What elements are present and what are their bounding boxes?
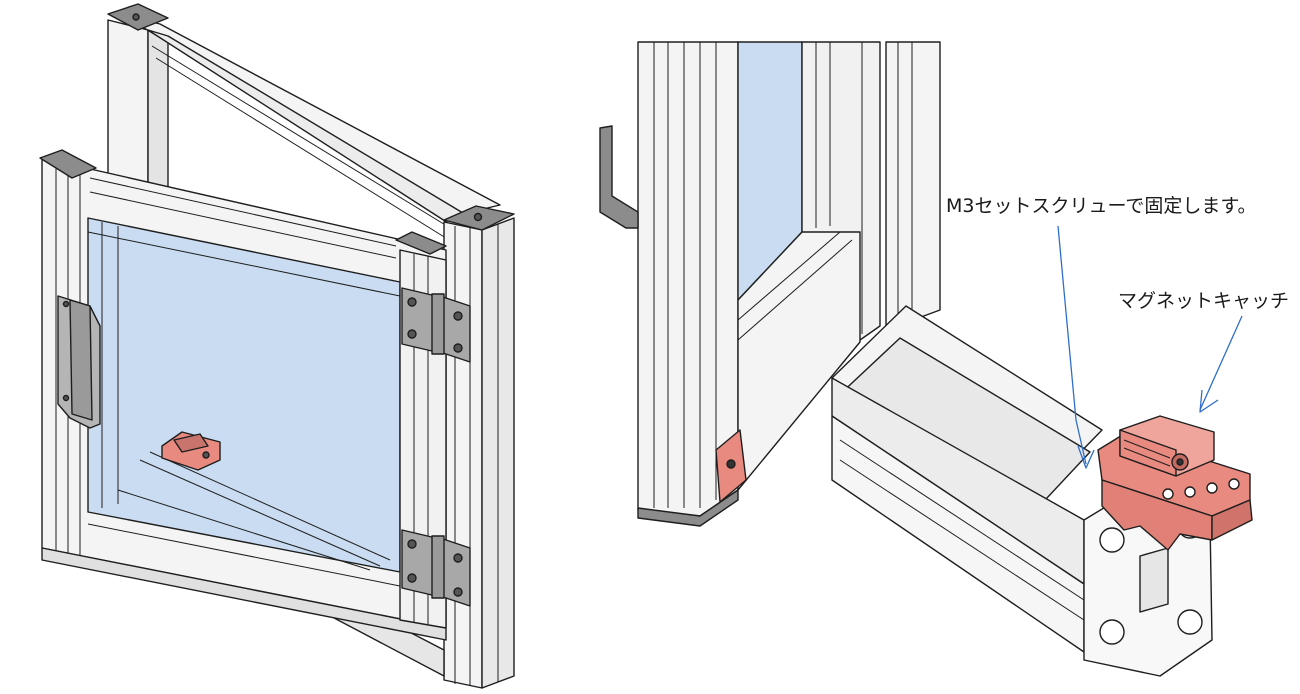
sash-corner-cap-top-right <box>395 231 447 255</box>
glass-recess-bottom-1 <box>139 459 381 567</box>
leader-line-screw <box>1057 225 1087 465</box>
leader-arrow-screw <box>1077 445 1095 469</box>
door-sash-bottom-rail <box>41 547 447 641</box>
sill-line-1 <box>737 231 841 321</box>
sash-bottom-groove <box>87 523 401 587</box>
glass-recess-bottom-3 <box>117 489 371 571</box>
sill-line-2 <box>737 239 853 341</box>
sash-top-groove-2 <box>89 191 397 259</box>
magnet-catch-callout: マグネットキャッチ <box>1118 290 1290 312</box>
glass-recess-bottom-2 <box>149 451 391 561</box>
fixed-post-right <box>885 41 941 331</box>
rail-groove-2 <box>155 57 463 249</box>
door-handle-closeup <box>599 125 639 229</box>
sash-corner-cap-top-left <box>39 149 97 179</box>
magnet-catch <box>1097 415 1253 551</box>
magnet-catch-small <box>161 431 221 471</box>
handle-screw-top <box>62 300 70 308</box>
left-view-open-door-frame <box>39 3 515 689</box>
corner-cap-screw-1 <box>132 13 140 21</box>
rail-groove-1 <box>151 45 471 241</box>
profile-core <box>1139 547 1169 613</box>
setscrew-callout: M3セットスクリューで固定します。 <box>946 195 1257 217</box>
catch-plate-screw <box>726 459 736 469</box>
hinge-top <box>401 287 471 363</box>
door-handle-grip <box>69 299 93 421</box>
profile-hole-4 <box>1177 609 1203 635</box>
corner-cap-screw-2 <box>473 212 483 222</box>
hinge-bottom <box>401 529 471 607</box>
leader-line-magnet <box>1199 315 1243 411</box>
sash-top-groove-1 <box>89 177 397 247</box>
handle-screw-bottom <box>62 394 70 402</box>
right-view-closeup <box>599 41 1253 677</box>
door-bottom-cap <box>637 489 739 527</box>
leader-arrow-magnet <box>1199 389 1219 413</box>
profile-hole-1 <box>1099 527 1125 553</box>
glass-recess-top <box>87 231 401 297</box>
extrusion-line-4 <box>839 459 1085 621</box>
profile-hole-3 <box>1099 619 1125 645</box>
back-frame-right-post <box>443 221 483 689</box>
extrusion-line-3 <box>839 439 1085 601</box>
